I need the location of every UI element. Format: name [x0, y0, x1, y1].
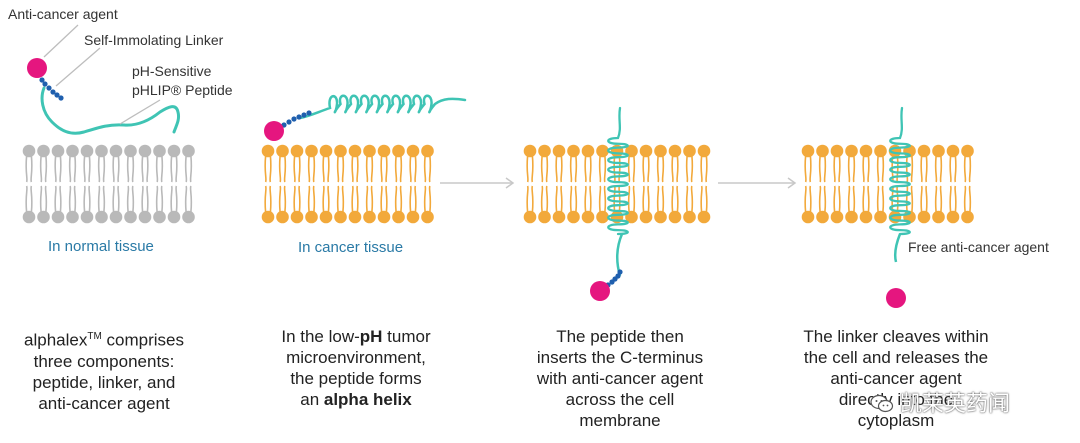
- anti-cancer-agent-step3: [590, 281, 610, 301]
- watermark: 凯莱英药闻: [870, 386, 1010, 418]
- label-cancer-tissue: In cancer tissue: [298, 239, 404, 256]
- pointer-peptide: [119, 99, 161, 125]
- label-peptide-line1: pH-Sensitive: [132, 63, 212, 79]
- label-free-agent: Free anti-cancer agent: [908, 239, 1049, 255]
- anti-cancer-agent-step1: [27, 58, 47, 78]
- caption-step2: In the low-pH tumor microenvironment, th…: [281, 327, 431, 409]
- free-anti-cancer-agent: [886, 288, 906, 308]
- label-normal-tissue: In normal tissue: [48, 238, 154, 255]
- label-anti-cancer-agent: Anti-cancer agent: [8, 6, 118, 22]
- lipid-bilayer-cancer-step2: [261, 144, 434, 224]
- pointer-agent: [43, 24, 79, 58]
- label-peptide-line2: pHLIP® Peptide: [132, 82, 233, 98]
- peptide-tail-step4: [893, 233, 902, 263]
- peptide-helix-step3: [607, 106, 629, 236]
- caption-step1: alphalexTM comprises three components: p…: [24, 330, 184, 413]
- pointer-linker: [55, 47, 101, 87]
- wechat-icon: [870, 394, 894, 413]
- lipid-bilayer-normal: [22, 144, 195, 224]
- peptide-helix-step4: [889, 106, 911, 236]
- label-linker: Self-Immolating Linker: [84, 32, 224, 48]
- arrow-step2-to-3: [440, 177, 515, 189]
- peptide-coil-step1: [40, 86, 180, 135]
- anti-cancer-agent-step2: [264, 121, 284, 141]
- caption-step3: The peptide then inserts the C-terminus …: [536, 327, 704, 430]
- peptide-helix-step2: [298, 94, 467, 120]
- linker-step2: [281, 110, 312, 128]
- arrow-step3-to-4: [718, 177, 797, 189]
- watermark-text: 凯莱英药闻: [900, 392, 1011, 417]
- lipid-bilayer-cancer-step4: [801, 144, 974, 224]
- membranes: [22, 144, 974, 224]
- linker-step1: [39, 77, 64, 101]
- caption-step4: The linker cleaves within the cell and r…: [803, 327, 989, 430]
